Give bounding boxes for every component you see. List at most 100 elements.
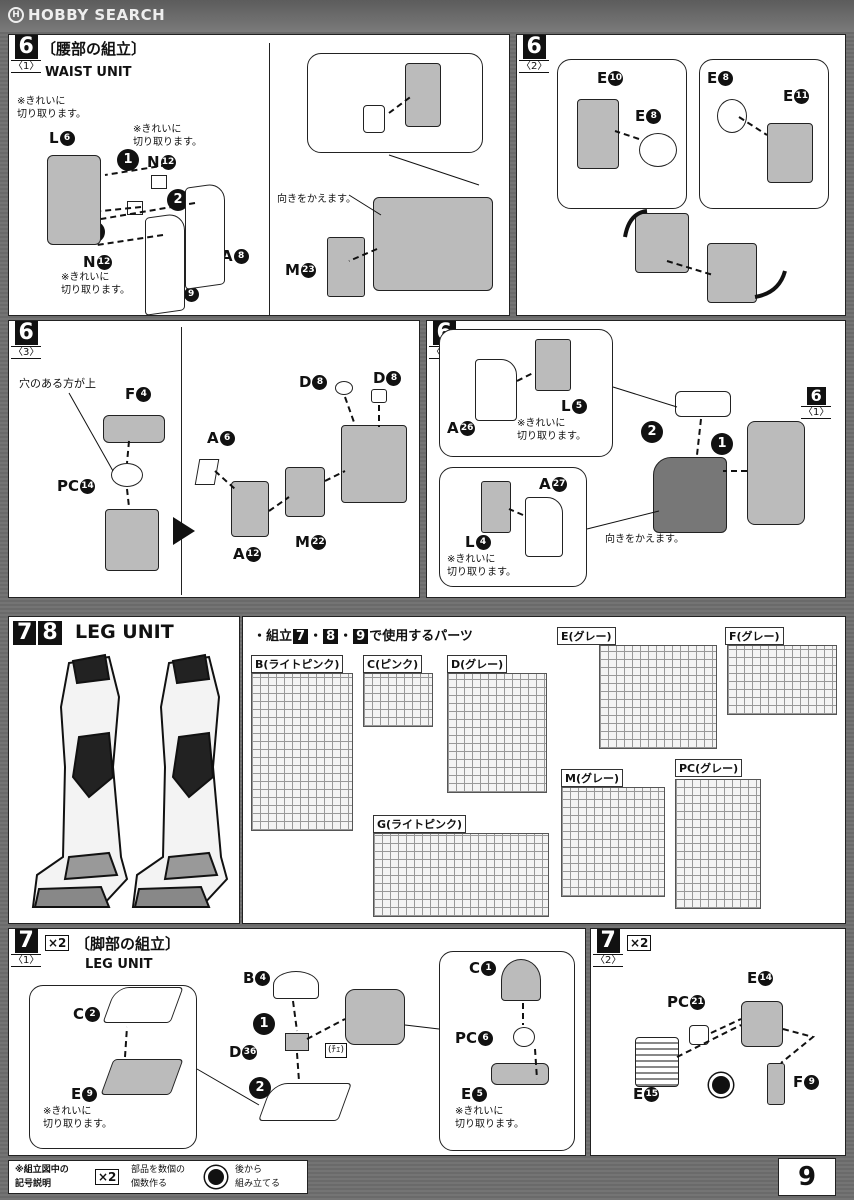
logo-text: HOBBY SEARCH <box>28 6 166 24</box>
order-2-icon: 2 <box>249 1077 271 1099</box>
order-1-icon: 1 <box>253 1013 275 1035</box>
order-2-icon: 2 <box>641 421 663 443</box>
joint-disc-part <box>717 99 747 133</box>
clean-cut-note: ※きれいに 切り取ります。 <box>447 554 516 578</box>
e-part <box>491 1063 549 1085</box>
step6-4-panel: 6 〈4〉 6 〈1〉 A26 L5 ※きれいに 切り取ります。 A27 L4 … <box>426 320 846 598</box>
d-part <box>285 1033 309 1051</box>
times-2-icon: ×2 <box>95 1169 120 1185</box>
title-en: WAIST UNIT <box>45 65 132 80</box>
f-part <box>767 1063 785 1105</box>
clean-cut-note: ※きれいに 切り取ります。 <box>455 1106 524 1130</box>
waist-side-assembly <box>373 197 493 291</box>
divider <box>181 327 182 595</box>
e-part <box>635 1037 679 1087</box>
waist-core-assembly <box>653 457 727 533</box>
waist-assembled <box>635 213 689 273</box>
e-joint-part <box>741 1001 783 1047</box>
assembly-arrows <box>96 94 480 262</box>
pc-ring-part <box>111 463 143 487</box>
title-jp: 〔腰部の組立〕 <box>41 40 147 58</box>
leg-overview-panel: 7 8 LEG UNIT <box>8 616 240 924</box>
joint-disc-part <box>639 133 677 167</box>
clean-cut-note: ※きれいに 切り取ります。 <box>517 418 586 442</box>
runner-f <box>727 645 837 715</box>
waist-block-part <box>767 123 813 183</box>
small-part <box>151 175 167 189</box>
armor-part <box>475 359 517 421</box>
symbol-legend: ※組立図中の 記号説明 ×2 部品を数個の 個数作る 後から 組み立てる <box>8 1160 308 1194</box>
runner-b <box>251 673 353 831</box>
leg-illustration <box>31 653 229 908</box>
logo-mark-icon: H <box>8 7 24 23</box>
hobby-search-logo[interactable]: H HOBBY SEARCH <box>8 6 165 24</box>
runner-g <box>373 833 549 917</box>
assemble-later-icon <box>205 1166 227 1188</box>
assembly-arrows <box>508 372 747 530</box>
b-part <box>273 971 319 999</box>
waist-assembled <box>707 243 757 303</box>
waist-block-part <box>577 99 619 169</box>
runner-label: E(グレー) <box>557 627 616 645</box>
step-number: 7 8 <box>13 621 62 645</box>
pc-ring-part <box>513 1027 535 1047</box>
armor-bracket-part <box>405 63 441 127</box>
detail-bubble <box>439 951 575 1151</box>
ankle-assembly <box>345 989 405 1045</box>
d-cap <box>335 381 353 395</box>
runner-label: F(グレー) <box>725 627 784 645</box>
step-sub: 〈1〉 <box>11 60 42 73</box>
armor-part <box>525 497 563 557</box>
assemble-later-icon <box>709 1073 733 1097</box>
runner-d <box>447 673 547 793</box>
waist-frame-part <box>47 155 101 245</box>
assembly-arrows <box>68 392 380 512</box>
runner-c <box>363 673 433 727</box>
clean-cut-note: ※きれいに 切り取ります。 <box>133 124 202 148</box>
turn-note: 向きをかえます。 <box>277 194 356 205</box>
hip-block-part <box>105 509 159 571</box>
a-part <box>231 481 269 537</box>
turn-note: 向きをかえます。 <box>605 534 684 545</box>
legend-head: ※組立図中の 記号説明 <box>15 1165 69 1189</box>
stamp-label: (ﾁｪ) <box>325 1043 348 1058</box>
pc-cap-part <box>363 105 385 133</box>
runner-label: M(グレー) <box>561 769 624 787</box>
runner-e <box>599 645 717 749</box>
clean-cut-note: ※きれいに 切り取ります。 <box>17 96 86 120</box>
step-number: 6 〈1〉 <box>11 35 42 73</box>
runner-label: B(ライトピンク) <box>251 655 344 673</box>
step6-1-panel: 6 〈1〉 〔腰部の組立〕 WAIST UNIT ※きれいに 切り取ります。 ※… <box>8 34 510 316</box>
step-number: 7 〈1〉 <box>11 928 42 967</box>
title-en: LEG UNIT <box>85 957 153 972</box>
hole-note: 穴のある方が上 <box>19 377 96 390</box>
next-arrow-icon <box>173 517 195 545</box>
l-part <box>481 481 511 533</box>
